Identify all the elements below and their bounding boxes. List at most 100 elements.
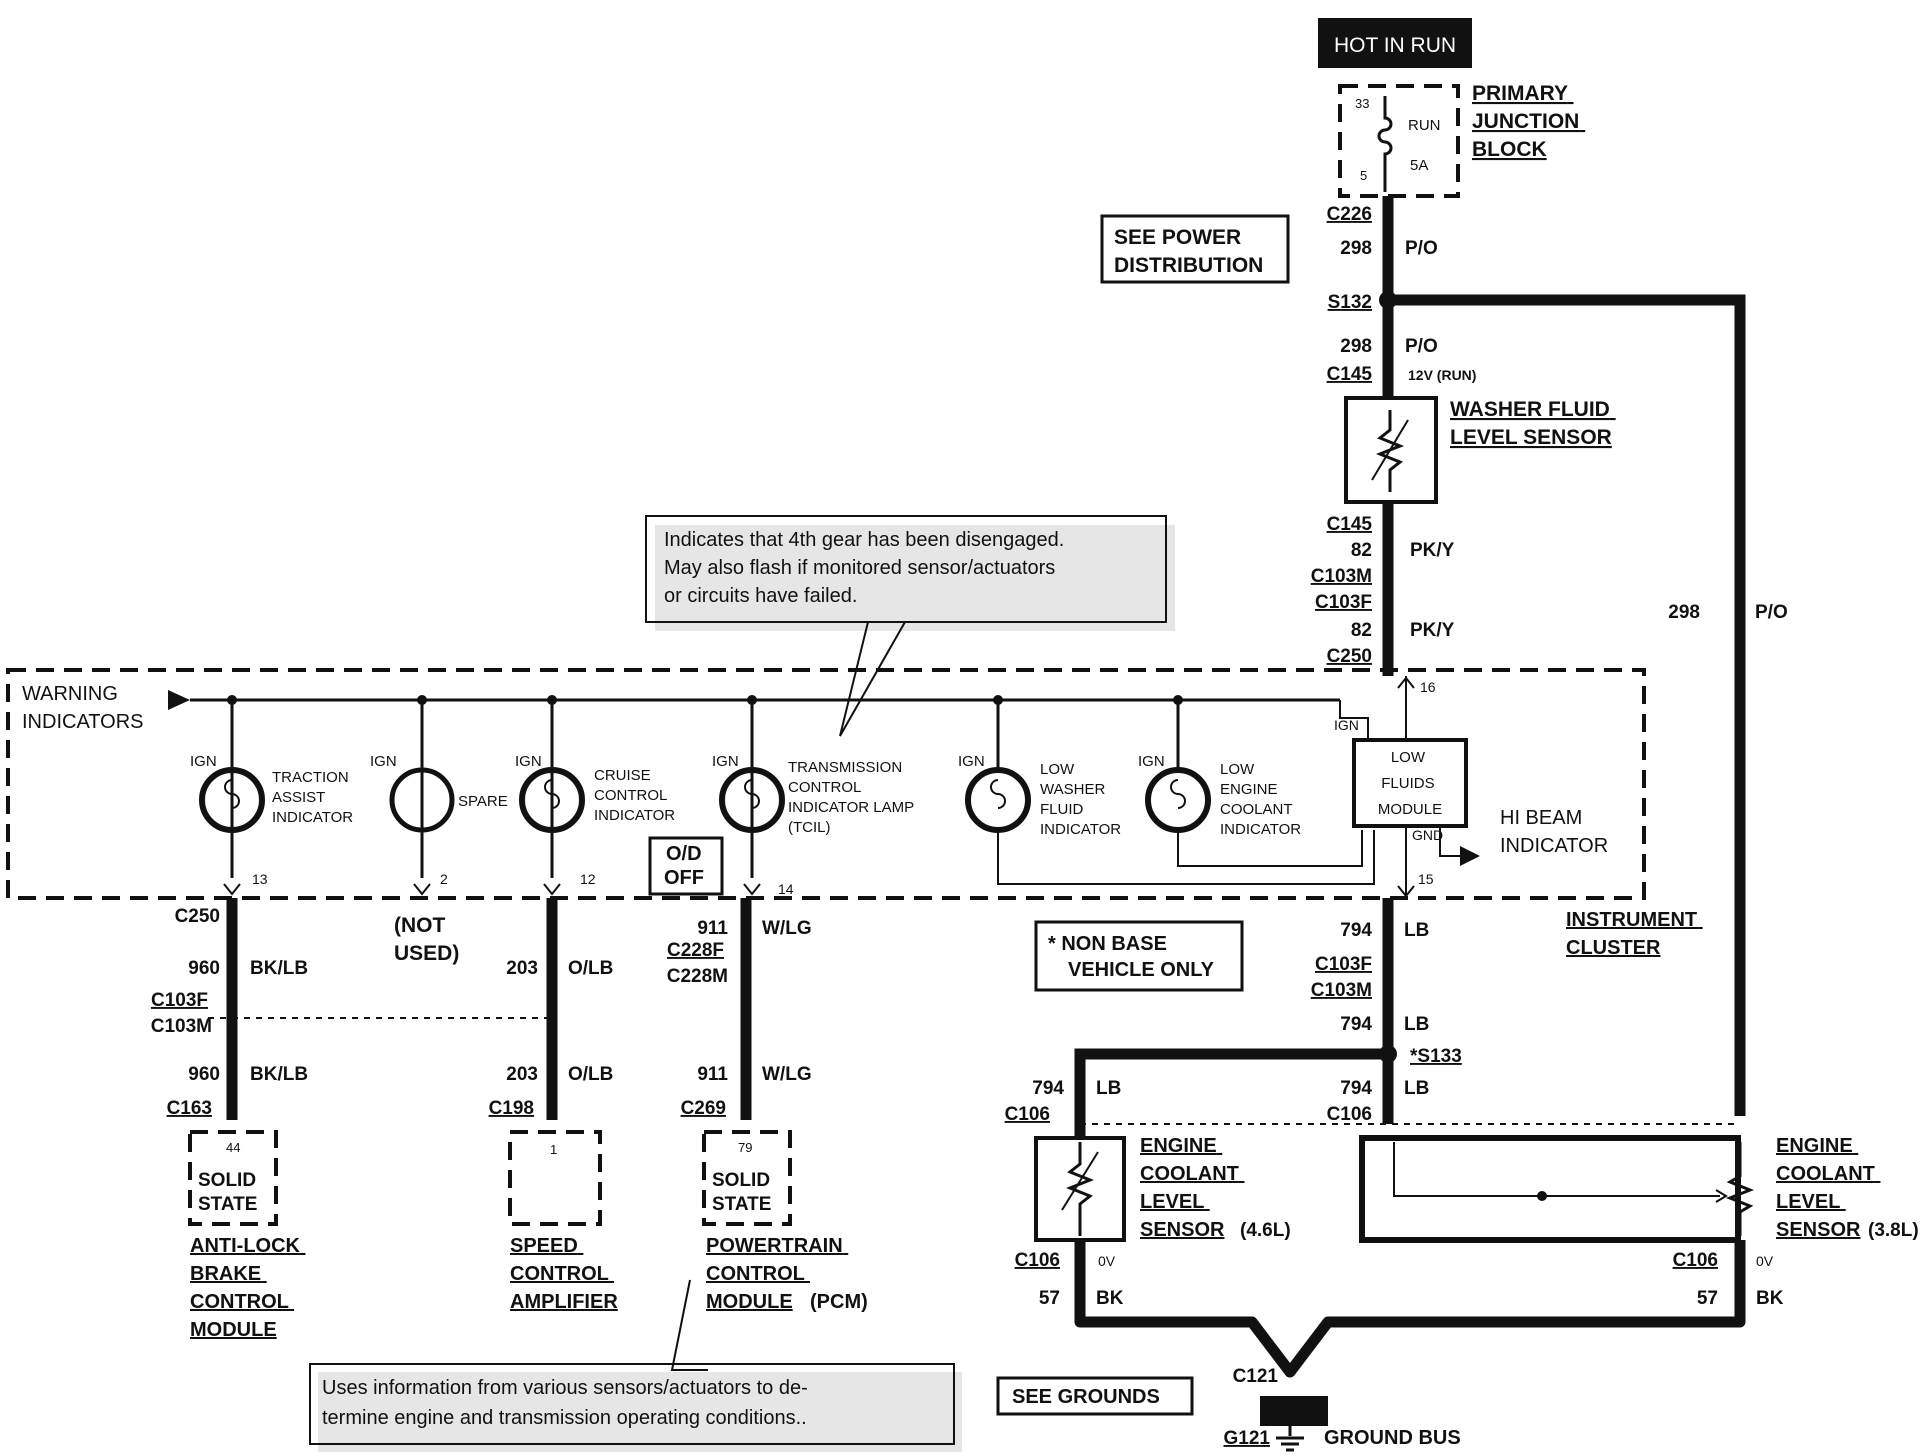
indicator-tcil: IGN TRANSMISSION CONTROL INDICATOR LAMP … — [712, 695, 918, 897]
callout-shadow — [655, 525, 1175, 631]
ign-label: IGN — [190, 753, 217, 770]
wire-color: BK — [1096, 1288, 1124, 1309]
spare-not-used: (NOT USED) — [394, 914, 459, 965]
hot-in-run-label: HOT IN RUN — [1334, 34, 1456, 57]
ign-label: IGN — [515, 753, 542, 770]
wire-298-right — [1388, 294, 1746, 1116]
callout-top-text: Indicates that 4th gear has been disenga… — [664, 529, 1070, 607]
wire-color: O/LB — [568, 958, 613, 979]
callout-pointer — [670, 1279, 708, 1371]
resistor-icon — [1725, 1142, 1755, 1236]
wire-label: 794 — [1340, 1014, 1372, 1035]
fuse-symbol — [1377, 96, 1393, 192]
indicator-label: TRACTION ASSIST INDICATOR — [272, 769, 353, 826]
callout-bottom-text: Uses information from various sensors/ac… — [322, 1377, 813, 1429]
indicator-label: LOW WASHER FLUID INDICATOR — [1040, 761, 1121, 838]
wire-label: 298 — [1340, 238, 1372, 259]
wire-color: LB — [1404, 1078, 1429, 1099]
wire-color: O/LB — [568, 1064, 613, 1085]
see-power-label: SEE POWER DISTRIBUTION — [1114, 226, 1263, 277]
wire-color: BK/LB — [250, 1064, 308, 1085]
pin-label: 44 — [226, 1140, 240, 1155]
pin-label: 1 — [550, 1142, 557, 1157]
ecl-38-suffix: (3.8L) — [1868, 1220, 1919, 1241]
pin-label: 13 — [252, 871, 268, 887]
wire-color: W/LG — [762, 1064, 812, 1085]
callout-4th-gear: Indicates that 4th gear has been disenga… — [645, 515, 1175, 737]
gnd-label: GND — [1412, 827, 1443, 843]
wire-label: 57 — [1697, 1288, 1718, 1309]
non-base-label: * NON BASE VEHICLE ONLY — [1048, 933, 1215, 981]
conn-c163: C163 — [167, 1098, 212, 1119]
ground-bus-block — [1260, 1396, 1328, 1426]
ground-bus-label: GROUND BUS — [1324, 1427, 1461, 1449]
cluster-boundary — [6, 668, 1646, 900]
fuse-rating: 5A — [1410, 157, 1428, 174]
pin-label: 15 — [1418, 871, 1434, 887]
ecl-38-box — [1359, 1135, 1741, 1243]
wire-color: BK/LB — [250, 958, 308, 979]
non-base-box — [1034, 920, 1244, 992]
speed-amp-label: SPEED CONTROL AMPLIFIER — [510, 1235, 618, 1313]
wire-color: P/O — [1405, 238, 1438, 259]
indicator-low-washer: IGN LOW WASHER FLUID INDICATOR — [958, 695, 1375, 885]
hi-beam-label: HI BEAM INDICATOR — [1500, 807, 1608, 857]
variable-arrow-icon — [1061, 1151, 1099, 1211]
see-power-box — [1100, 214, 1290, 284]
indicator-spare: IGN SPARE 2 — [370, 695, 508, 896]
low-fluids-label: LOW FLUIDS MODULE — [1378, 749, 1442, 818]
ecl-38-label: ENGINE COOLANT LEVEL SENSOR — [1776, 1135, 1880, 1241]
wire-color: PK/Y — [1410, 620, 1455, 641]
fuse-top-pin: 33 — [1355, 96, 1369, 111]
junction-block-label: PRIMARY JUNCTION BLOCK — [1472, 82, 1585, 161]
wire-color: BK — [1756, 1288, 1784, 1309]
pcm-harness: 911 W/LG C228F C228M 911 W/LG C269 79 SO… — [667, 898, 868, 1313]
wire-label: 794 — [1340, 920, 1372, 941]
indicator-low-coolant: IGN LOW ENGINE COOLANT INDICATOR — [1138, 695, 1363, 867]
conn-c228f: C228F — [667, 940, 724, 961]
voltage-label: 12V (RUN) — [1408, 367, 1476, 383]
low-fluids-module — [1352, 738, 1468, 828]
indicator-traction: IGN TRACTION ASSIST INDICATOR 13 — [190, 695, 353, 896]
ecl-46-suffix: (4.6L) — [1240, 1220, 1291, 1241]
conn-c250: C250 — [1327, 646, 1372, 667]
wire-color: PK/Y — [1410, 540, 1455, 561]
pcm-label: POWERTRAIN CONTROL MODULE — [706, 1235, 848, 1313]
solid-state-label: SOLID STATE — [712, 1170, 775, 1215]
wire-label: 57 — [1039, 1288, 1060, 1309]
wire-label: 298 — [1340, 336, 1372, 357]
voltage-label: 0V — [1756, 1253, 1774, 1269]
conn-c106: C106 — [1327, 1104, 1372, 1125]
speed-amp-box — [508, 1130, 602, 1226]
abs-module-box — [188, 1130, 278, 1226]
wire-label: 82 — [1351, 540, 1372, 561]
bulb-icon — [519, 767, 585, 833]
ign-label: IGN — [1334, 717, 1359, 733]
indicator-label: TRANSMISSION CONTROL INDICATOR LAMP (TCI… — [788, 759, 918, 836]
abs-harness: C250 960 BK/LB C103F C103M 960 BK/LB C16… — [151, 898, 552, 1341]
warning-indicators-label: WARNING INDICATORS — [22, 683, 144, 733]
pin-label: 79 — [738, 1140, 752, 1155]
fuse-run-label: RUN — [1408, 117, 1441, 134]
wire-794-branch — [1074, 1048, 1388, 1138]
conn-c269: C269 — [681, 1098, 726, 1119]
wire-label: 911 — [697, 1064, 728, 1085]
hi-beam-wire — [1439, 826, 1460, 857]
washer-fluid-sensor: WASHER FLUID LEVEL SENSOR C145 82 PK/Y C… — [1311, 396, 1616, 676]
indicator-label: LOW ENGINE COOLANT INDICATOR — [1220, 761, 1301, 838]
indicator-cruise: IGN CRUISE CONTROL INDICATOR 12 — [515, 695, 675, 896]
wire-57-ground — [1074, 1240, 1746, 1378]
wiper-arrow-icon — [1715, 1189, 1728, 1203]
instrument-cluster-label: INSTRUMENT CLUSTER — [1566, 909, 1703, 959]
ecl-38-wiper — [1393, 1142, 1720, 1197]
callout-pcm: Uses information from various sensors/ac… — [309, 1279, 962, 1452]
conn-c103m: C103M — [1311, 566, 1372, 587]
washer-sensor-label: WASHER FLUID LEVEL SENSOR — [1450, 398, 1616, 449]
pcm-box — [702, 1130, 792, 1226]
wire-label: 82 — [1351, 620, 1372, 641]
callout-box — [645, 515, 1167, 623]
variable-resistor-icon — [1065, 1142, 1095, 1236]
splice-s132-label: S132 — [1328, 292, 1372, 313]
conn-c250: C250 — [175, 906, 220, 927]
